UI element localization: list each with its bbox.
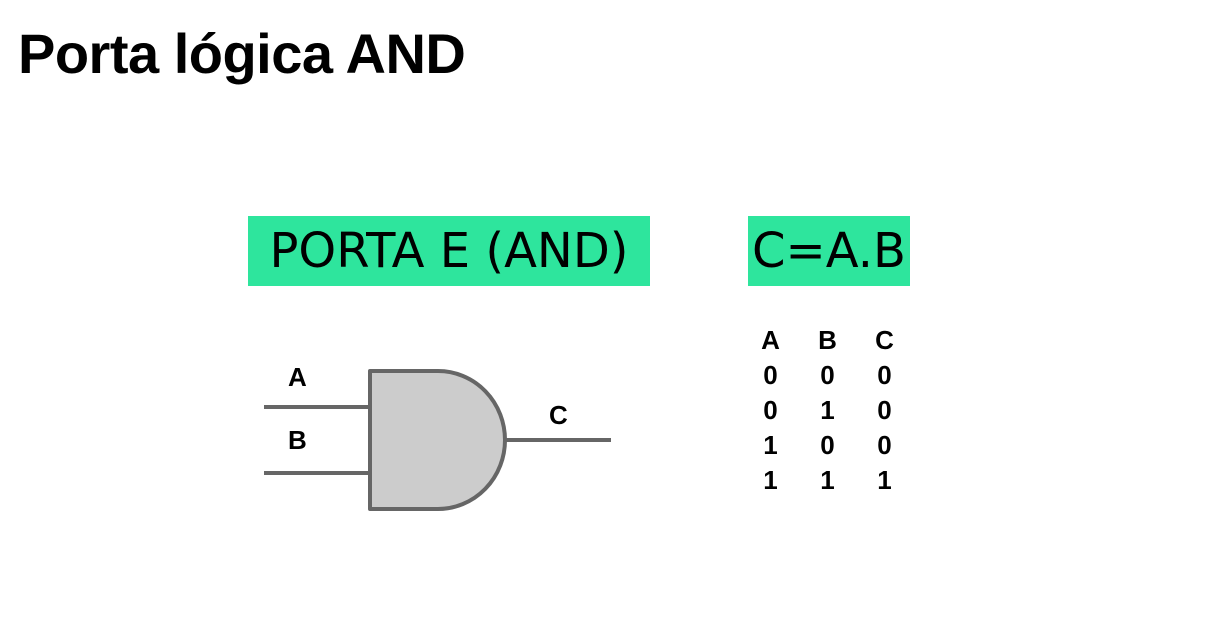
truth-table-row: 0 0 0	[742, 358, 913, 393]
cell-b: 0	[820, 430, 835, 460]
cell-c: 0	[877, 360, 892, 390]
input-b-label: B	[288, 425, 307, 455]
boolean-formula-label: C=A.B	[748, 216, 910, 286]
cell-c: 1	[877, 465, 892, 495]
cell-b: 0	[820, 360, 835, 390]
output-c-label: C	[549, 400, 568, 430]
header-c: C	[875, 325, 894, 355]
truth-table-row: 0 1 0	[742, 393, 913, 428]
cell-a: 0	[763, 360, 778, 390]
cell-c: 0	[877, 430, 892, 460]
truth-table-row: 1 1 1	[742, 463, 913, 498]
cell-c: 0	[877, 395, 892, 425]
cell-a: 1	[763, 465, 778, 495]
input-a-label: A	[288, 362, 307, 392]
truth-table-header-row: A B C	[742, 323, 913, 358]
cell-b: 1	[820, 465, 835, 495]
header-a: A	[761, 325, 780, 355]
cell-a: 1	[763, 430, 778, 460]
and-gate-diagram: A B C	[264, 362, 611, 511]
truth-table: A B C 0 0 0 0 1 0 1 0 0 1 1 1	[742, 323, 913, 498]
and-gate-symbol	[368, 369, 507, 511]
cell-b: 1	[820, 395, 835, 425]
header-b: B	[818, 325, 837, 355]
gate-name-label: PORTA E (AND)	[248, 216, 650, 286]
cell-a: 0	[763, 395, 778, 425]
page-title: Porta lógica AND	[18, 22, 466, 85]
truth-table-row: 1 0 0	[742, 428, 913, 463]
